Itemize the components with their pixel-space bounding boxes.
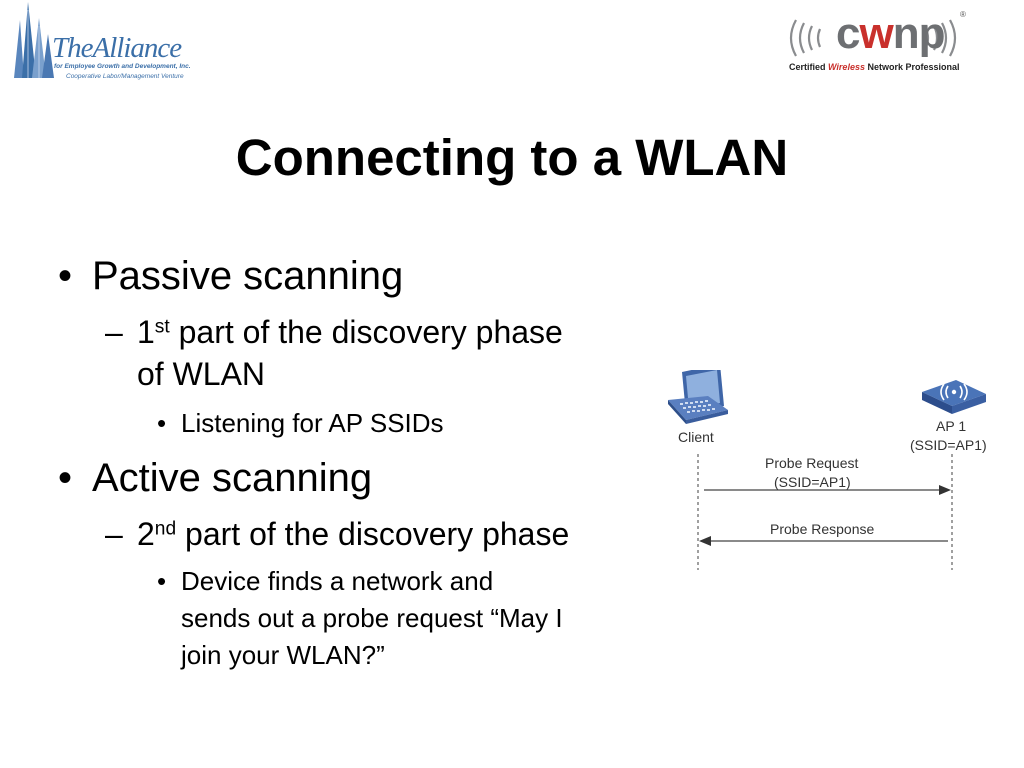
bullet-marker: • bbox=[58, 254, 73, 298]
sub-bullet-text: part of the discovery phase bbox=[176, 516, 570, 552]
probe-request-label: Probe Request bbox=[765, 455, 859, 471]
wave-icon bbox=[789, 19, 957, 57]
cwnp-wordmark: cwnp bbox=[836, 9, 946, 58]
bullet-marker: • bbox=[157, 566, 167, 596]
alliance-logo-name: TheAlliance bbox=[52, 32, 182, 64]
sub-bullet-line1: 1st part of the discovery phase bbox=[137, 314, 563, 351]
client-label: Client bbox=[678, 429, 714, 445]
probe-sequence-diagram: Client AP 1 (SSID=AP1) Probe Request (SS… bbox=[668, 370, 987, 570]
bullet-passive-scanning: • Passive scanning bbox=[58, 254, 403, 299]
sub-bullet-line1: 2nd part of the discovery phase bbox=[137, 516, 569, 553]
cwnp-tag-wireless: Wireless bbox=[828, 62, 865, 72]
bullet-text: Active scanning bbox=[92, 456, 373, 500]
probe-response-arrowhead bbox=[699, 536, 711, 546]
cwnp-tag-post: Network Professional bbox=[864, 62, 960, 72]
bullet-text: Listening for AP SSIDs bbox=[181, 408, 444, 438]
dash-marker: – bbox=[105, 516, 123, 552]
ap-ssid-label: (SSID=AP1) bbox=[910, 437, 987, 453]
laptop-icon bbox=[668, 370, 728, 424]
bullet-text-line2: sends out a probe request “May I bbox=[181, 603, 563, 633]
probe-request-arrowhead bbox=[939, 485, 951, 495]
ap-label: AP 1 bbox=[936, 418, 966, 434]
subsub-bullet-listening: • Listening for AP SSIDs bbox=[157, 408, 444, 439]
probe-request-ssid-label: (SSID=AP1) bbox=[774, 474, 851, 490]
alliance-logo bbox=[14, 2, 54, 78]
sub-bullet-second-part: – 2nd part of the discovery phase bbox=[105, 516, 569, 553]
bullet-marker: • bbox=[157, 408, 167, 438]
bullet-active-scanning: • Active scanning bbox=[58, 456, 372, 501]
probe-response-label: Probe Response bbox=[770, 521, 875, 537]
cwnp-tag-pre: Certified bbox=[789, 62, 829, 72]
ordinal-suffix: nd bbox=[154, 518, 177, 540]
slide-title: Connecting to a WLAN bbox=[235, 129, 789, 186]
access-point-icon bbox=[922, 380, 986, 414]
dash-marker: – bbox=[105, 314, 123, 350]
sub-bullet-first-part: – 1st part of the discovery phase bbox=[105, 314, 563, 351]
ordinal-number: 1 bbox=[137, 314, 155, 350]
sub-bullet-line2: of WLAN bbox=[137, 356, 266, 392]
bullet-marker: • bbox=[58, 456, 73, 500]
subsub-bullet-device-finds: • Device finds a network and bbox=[157, 566, 493, 597]
building-icon bbox=[14, 2, 54, 78]
alliance-logo-line2: Cooperative Labor/Management Venture bbox=[66, 73, 184, 80]
sub-bullet-text: part of the discovery phase bbox=[169, 314, 563, 350]
cwnp-logo bbox=[789, 19, 957, 57]
cwnp-tagline: Certified Wireless Network Professional bbox=[789, 62, 960, 72]
ordinal-number: 2 bbox=[137, 516, 155, 552]
alliance-logo-line1: for Employee Growth and Development, Inc… bbox=[54, 63, 191, 70]
bullet-text-line3: join your WLAN?” bbox=[181, 640, 385, 670]
cwnp-w: w bbox=[859, 9, 893, 58]
cwnp-np: np bbox=[892, 9, 946, 58]
registered-mark: ® bbox=[960, 10, 966, 19]
cwnp-c: c bbox=[836, 9, 861, 58]
bullet-text: Passive scanning bbox=[92, 254, 404, 298]
ordinal-suffix: st bbox=[154, 316, 170, 338]
bullet-text-line1: Device finds a network and bbox=[181, 566, 494, 596]
